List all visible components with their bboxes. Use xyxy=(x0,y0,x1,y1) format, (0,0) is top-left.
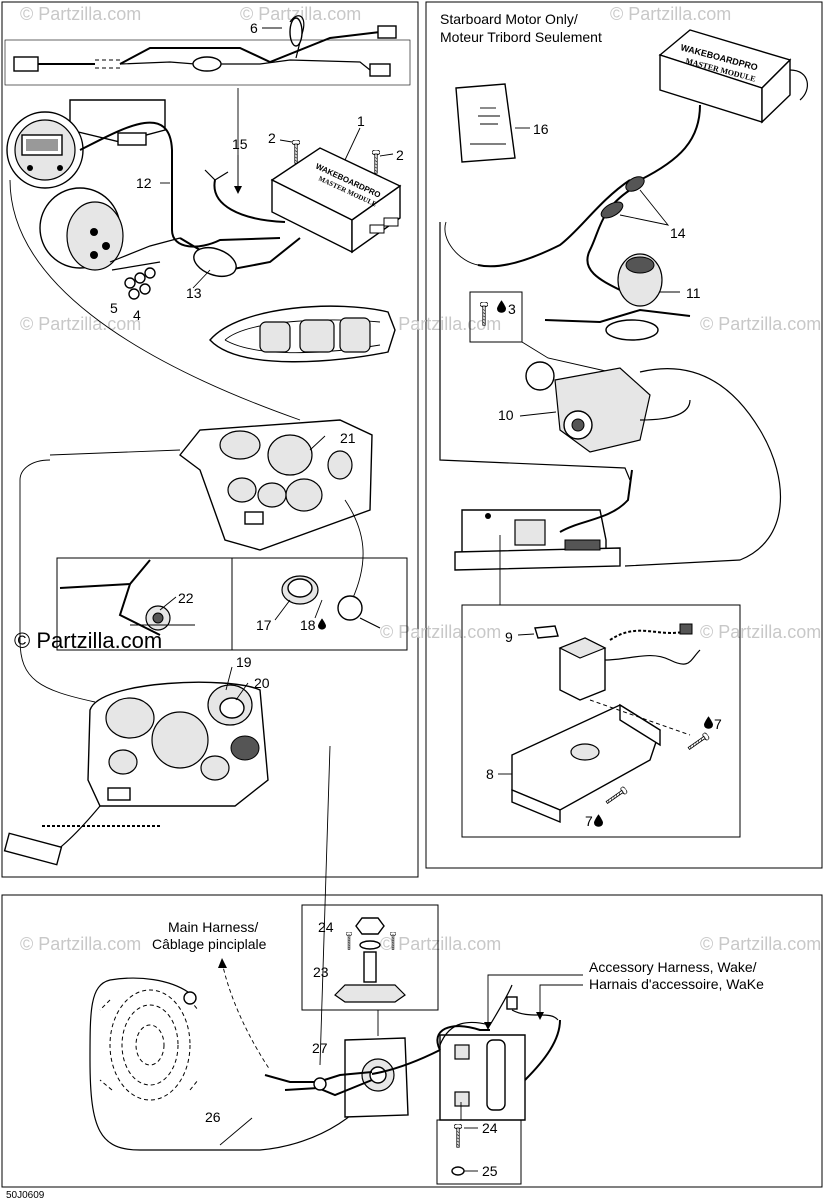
part-item-9 xyxy=(534,625,559,639)
svg-text:© Partzilla.com: © Partzilla.com xyxy=(20,314,141,334)
wire-item-26 xyxy=(89,977,383,1151)
callout-2b: 2 xyxy=(396,147,404,163)
callout-9: 9 xyxy=(505,629,513,645)
svg-text:© Partzilla.com: © Partzilla.com xyxy=(240,4,361,24)
drop-icon-7b xyxy=(594,814,603,827)
harness-bottom-left xyxy=(3,805,160,866)
harness-item-27 xyxy=(264,1049,441,1097)
callout-leaders xyxy=(159,27,557,1146)
caption-main-harness-1: Main Harness/ xyxy=(168,919,258,935)
callout-25: 25 xyxy=(482,1163,498,1179)
harness-item-6 xyxy=(4,15,411,86)
callout-2a: 2 xyxy=(268,130,276,146)
caption-starboard-2: Moteur Tribord Seulement xyxy=(440,29,602,45)
callout-5: 5 xyxy=(110,300,118,316)
master-module-item-1: WAKEBOARDPRO MASTER MODULE xyxy=(270,147,402,254)
dashboard-item-21 xyxy=(179,419,373,551)
nuts-items-4-5 xyxy=(124,267,156,300)
gauge-display xyxy=(6,99,166,189)
svg-text:© Partzilla.com: © Partzilla.com xyxy=(610,4,731,24)
plate-right xyxy=(436,1019,561,1121)
svg-text:© Partzilla.com: © Partzilla.com xyxy=(20,4,141,24)
watermark-large: © Partzilla.com xyxy=(14,628,162,653)
drop-icon-3 xyxy=(497,300,506,313)
filter-item-13 xyxy=(179,237,301,278)
callout-15: 15 xyxy=(232,136,248,152)
drop-icon-7a xyxy=(704,716,713,729)
wires-item-14 xyxy=(439,176,670,481)
callout-14: 14 xyxy=(670,225,686,241)
master-module-starboard: WAKEBOARDPRO MASTER MODULE xyxy=(639,29,808,181)
callout-19: 19 xyxy=(236,654,252,670)
callout-1: 1 xyxy=(357,113,365,129)
watermarks: © Partzilla.com © Partzilla.com © Partzi… xyxy=(14,4,821,954)
caption-starboard-1: Starboard Motor Only/ xyxy=(440,11,578,27)
part-item-10 xyxy=(521,341,782,567)
callout-24a: 24 xyxy=(318,919,334,935)
wire-item-12 xyxy=(79,121,281,248)
bracket-item-8 xyxy=(511,699,691,824)
callout-4: 4 xyxy=(133,307,141,323)
accessory-harness-leads xyxy=(439,974,583,1046)
sensor-item-22 xyxy=(59,559,195,636)
svg-text:© Partzilla.com: © Partzilla.com xyxy=(380,622,501,642)
callout-23: 23 xyxy=(313,964,329,980)
callout-10: 10 xyxy=(498,407,514,423)
svg-text:© Partzilla.com: © Partzilla.com xyxy=(700,622,821,642)
callout-22: 22 xyxy=(178,590,194,606)
callout-26: 26 xyxy=(205,1109,221,1125)
svg-text:© Partzilla.com: © Partzilla.com xyxy=(20,934,141,954)
callout-6: 6 xyxy=(250,20,258,36)
part-item-11 xyxy=(544,253,691,341)
dashboard-items-19-20 xyxy=(87,681,269,807)
lead-left-loop xyxy=(19,459,96,703)
inset-items-24-25 xyxy=(436,1119,522,1185)
panel-top-left xyxy=(1,1,419,878)
callout-12: 12 xyxy=(136,175,152,191)
sender-cylinder xyxy=(39,187,181,271)
drop-icon-18 xyxy=(318,618,326,630)
lead-gauge-to-dash xyxy=(9,179,301,421)
inset-items-23-24 xyxy=(301,904,439,1011)
panel-bottom xyxy=(1,894,823,1188)
stud-item-23 xyxy=(334,917,406,1003)
callout-16: 16 xyxy=(533,121,549,137)
callout-17: 17 xyxy=(256,617,272,633)
inset-item-3 xyxy=(469,291,523,343)
svg-text:© Partzilla.com: © Partzilla.com xyxy=(700,314,821,334)
svg-text:© Partzilla.com: © Partzilla.com xyxy=(700,934,821,954)
svg-text:© Partzilla.com: © Partzilla.com xyxy=(380,314,501,334)
callout-3: 3 xyxy=(508,301,516,317)
callout-8: 8 xyxy=(486,766,494,782)
panel-starboard xyxy=(425,1,823,869)
caption-main-harness-2: Câblage pinciplale xyxy=(152,936,267,952)
motor-outline xyxy=(99,989,199,1101)
plate-assembly xyxy=(454,469,633,605)
manual-item-16 xyxy=(455,83,530,163)
callout-7b: 7 xyxy=(585,813,593,829)
svg-text:© Partzilla.com: © Partzilla.com xyxy=(380,934,501,954)
callout-21: 21 xyxy=(340,430,356,446)
drawing-reference: 50J0609 xyxy=(6,1190,45,1200)
wire-item-15 xyxy=(213,179,286,223)
callout-24b: 24 xyxy=(482,1120,498,1136)
callout-7a: 7 xyxy=(714,716,722,732)
plate-left xyxy=(344,1037,409,1118)
callout-20: 20 xyxy=(254,675,270,691)
gauge-parts-17-18 xyxy=(281,575,381,629)
caption-accessory-2: Harnais d'accessoire, WaKe xyxy=(589,976,764,992)
relay-box xyxy=(558,623,701,701)
callout-numbers: 1 2 2 15 6 12 13 5 4 21 22 17 18 19 20 1… xyxy=(6,20,722,1200)
callout-18: 18 xyxy=(300,617,316,633)
caption-accessory-1: Accessory Harness, Wake/ xyxy=(589,959,757,975)
boat-outline xyxy=(209,305,396,363)
callout-11: 11 xyxy=(686,285,701,301)
callout-27: 27 xyxy=(312,1040,328,1056)
inset-items-7-8-9 xyxy=(461,604,741,838)
callout-13: 13 xyxy=(186,285,202,301)
